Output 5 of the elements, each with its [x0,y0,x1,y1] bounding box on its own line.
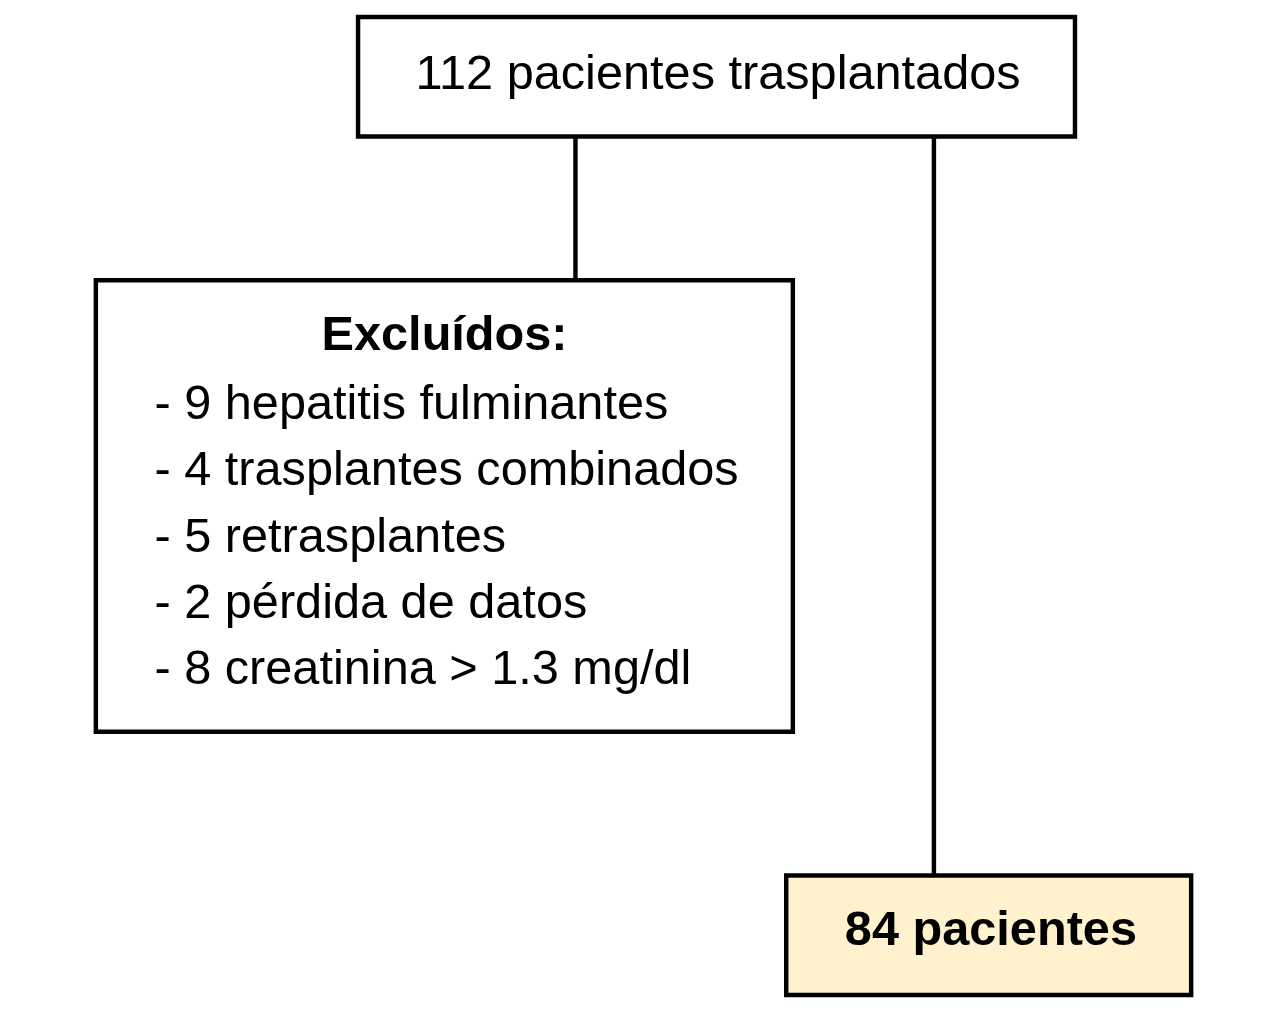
node-box: Excluídos: - 9 hepatitis fulminantes - 4 trasplantes combinados - 5 retrasplantes - 2 pérdida de datos - 8 creatinina > 1.3 mg/dl [93,278,795,734]
node-box: 112 pacientes trasplantados [355,14,1077,139]
node-box: 84 pacientes [783,873,1193,998]
connector [931,137,936,875]
connector [572,137,578,281]
